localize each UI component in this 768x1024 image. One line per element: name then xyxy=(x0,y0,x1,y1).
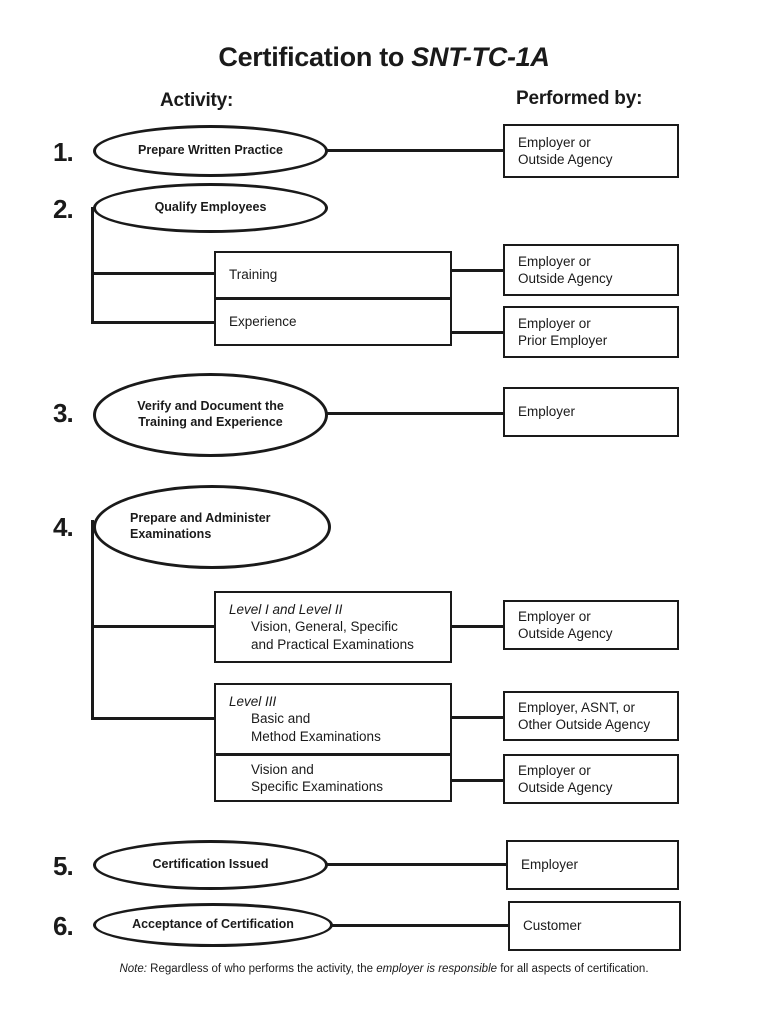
step-2-performed-by-text-training: Employer or Outside Agency xyxy=(505,253,613,288)
page-title: Certification to SNT-TC-1A xyxy=(0,42,768,73)
step-number-4: 4. xyxy=(53,512,74,542)
connector-step-1 xyxy=(326,149,505,152)
connector-step-4-level-3 xyxy=(450,716,505,719)
connector-step-6 xyxy=(330,924,510,927)
step-number-3: 3. xyxy=(53,398,74,428)
step-4-level-1-2-performer-line2: Outside Agency xyxy=(518,626,613,641)
step-4-activity-line2: Examinations xyxy=(130,527,212,541)
step-5-performed-by-text: Employer xyxy=(521,857,579,873)
step-4-activity-line1: Prepare and Administer xyxy=(130,511,271,526)
step-1-performed-by-box: Employer or Outside Agency xyxy=(503,124,679,178)
step-4-vision-specific-performer-line1: Employer or xyxy=(518,762,591,778)
branch-arm-step-2-experience xyxy=(91,321,215,324)
branch-arm-step-4-level12 xyxy=(91,625,215,628)
column-header-performed-by: Performed by: xyxy=(516,88,643,109)
step-1-activity-label: Prepare Written Practice xyxy=(138,143,283,158)
step-3-activity-label: Verify and Document the Training and Exp… xyxy=(121,399,300,430)
step-4-sub-box-level-1-2: Level I and Level II Vision, General, Sp… xyxy=(214,591,452,663)
footnote-label: Note: xyxy=(119,963,147,975)
step-3-activity-line1: Verify and Document the xyxy=(137,399,284,414)
step-4-level-3-line1: Basic and xyxy=(251,711,311,727)
step-2-sub-box-experience: Experience xyxy=(214,298,452,346)
step-4-sub-text-level-1-2: Level I and Level II Vision, General, Sp… xyxy=(216,601,414,653)
step-1-activity-ellipse: Prepare Written Practice xyxy=(93,125,328,177)
step-number-1: 1. xyxy=(53,137,74,167)
step-4-level-3-performer-line2: Other Outside Agency xyxy=(518,717,651,732)
step-6-performed-by-text: Customer xyxy=(523,918,582,934)
step-6-activity-label: Acceptance of Certification xyxy=(132,917,294,932)
step-4-performed-by-text-vision-specific: Employer or Outside Agency xyxy=(505,762,613,797)
connector-step-4-vision-specific xyxy=(450,779,505,782)
step-4-vision-specific-performer-line2: Outside Agency xyxy=(518,780,613,795)
step-2-performed-by-box-training: Employer or Outside Agency xyxy=(503,244,679,296)
branch-arm-step-2-training xyxy=(91,272,215,275)
page-title-emphasis: SNT-TC-1A xyxy=(411,42,550,72)
step-4-sub-box-vision-specific: Vision and Specific Examinations xyxy=(214,754,452,802)
step-4-performed-by-text-level-3: Employer, ASNT, or Other Outside Agency xyxy=(505,699,650,734)
step-1-performed-by-text: Employer or Outside Agency xyxy=(505,134,613,169)
step-4-performed-by-box-vision-specific: Employer or Outside Agency xyxy=(503,754,679,804)
step-2-training-performer-line2: Outside Agency xyxy=(518,271,613,286)
step-3-performed-by-text: Employer xyxy=(518,404,576,420)
step-4-level-3-performer-line1: Employer, ASNT, or xyxy=(518,699,636,715)
step-4-level-1-2-line1: Vision, General, Specific xyxy=(251,619,398,635)
page-title-main: Certification to xyxy=(218,42,412,72)
step-4-performed-by-text-level-1-2: Employer or Outside Agency xyxy=(505,608,613,643)
step-5-performed-by-box: Employer xyxy=(506,840,679,890)
step-4-level-1-2-performer-line1: Employer or xyxy=(518,608,591,624)
step-2-sub-box-training: Training xyxy=(214,251,452,299)
step-2-activity-ellipse: Qualify Employees xyxy=(93,183,328,233)
step-number-2: 2. xyxy=(53,194,74,224)
footnote-emphasis: employer is responsible xyxy=(376,963,498,975)
step-4-sub-text-level-3: Level III Basic and Method Examinations xyxy=(216,693,381,745)
step-6-performed-by-box: Customer xyxy=(508,901,681,951)
step-2-sub-label-experience: Experience xyxy=(229,314,297,330)
connector-step-5 xyxy=(326,863,508,866)
step-2-activity-label: Qualify Employees xyxy=(154,200,267,215)
step-2-sub-label-training: Training xyxy=(229,267,278,283)
step-2-training-performer-line1: Employer or xyxy=(518,253,591,269)
step-2-experience-performer-line2: Prior Employer xyxy=(518,333,608,348)
connector-step-2-training xyxy=(450,269,505,272)
step-4-vision-specific-line2: Specific Examinations xyxy=(251,779,384,794)
step-4-level-1-2-lead: Level I and Level II xyxy=(229,602,343,618)
connector-step-3 xyxy=(326,412,505,415)
footnote-part2: for all aspects of certification. xyxy=(497,963,649,975)
step-4-performed-by-box-level-3: Employer, ASNT, or Other Outside Agency xyxy=(503,691,679,741)
connector-step-2-experience xyxy=(450,331,505,334)
branch-trunk-step-4 xyxy=(91,520,94,720)
step-2-performed-by-text-experience: Employer or Prior Employer xyxy=(505,315,607,350)
step-2-performed-by-box-experience: Employer or Prior Employer xyxy=(503,306,679,358)
column-header-activity: Activity: xyxy=(160,90,234,111)
step-4-level-3-lead: Level III xyxy=(229,694,277,710)
step-number-6: 6. xyxy=(53,911,74,941)
step-4-activity-label: Prepare and Administer Examinations xyxy=(96,511,328,542)
step-4-vision-specific-line1: Vision and xyxy=(251,761,314,777)
step-number-5: 5. xyxy=(53,851,74,881)
footnote: Note: Regardless of who performs the act… xyxy=(0,962,768,977)
branch-trunk-step-2 xyxy=(91,207,94,324)
step-4-level-1-2-line2: and Practical Examinations xyxy=(251,636,414,652)
step-5-activity-ellipse: Certification Issued xyxy=(93,840,328,890)
step-4-sub-box-level-3: Level III Basic and Method Examinations xyxy=(214,683,452,755)
step-5-activity-label: Certification Issued xyxy=(152,857,269,872)
step-2-experience-performer-line1: Employer or xyxy=(518,315,591,331)
step-4-activity-ellipse: Prepare and Administer Examinations xyxy=(93,485,331,569)
footnote-part1: Regardless of who performs the activity,… xyxy=(146,963,377,975)
step-3-activity-ellipse: Verify and Document the Training and Exp… xyxy=(93,373,328,457)
connector-step-4-level-1-2 xyxy=(450,625,505,628)
step-6-activity-ellipse: Acceptance of Certification xyxy=(93,903,333,947)
step-4-performed-by-box-level-1-2: Employer or Outside Agency xyxy=(503,600,679,650)
step-3-activity-line2: Training and Experience xyxy=(138,415,283,429)
step-4-sub-text-vision-specific: Vision and Specific Examinations xyxy=(216,761,383,796)
branch-arm-step-4-level3 xyxy=(91,717,215,720)
step-1-performed-by-line1: Employer or xyxy=(518,134,591,150)
step-1-performed-by-line2: Outside Agency xyxy=(518,152,613,167)
step-3-performed-by-box: Employer xyxy=(503,387,679,437)
step-4-level-3-line2: Method Examinations xyxy=(251,728,381,744)
